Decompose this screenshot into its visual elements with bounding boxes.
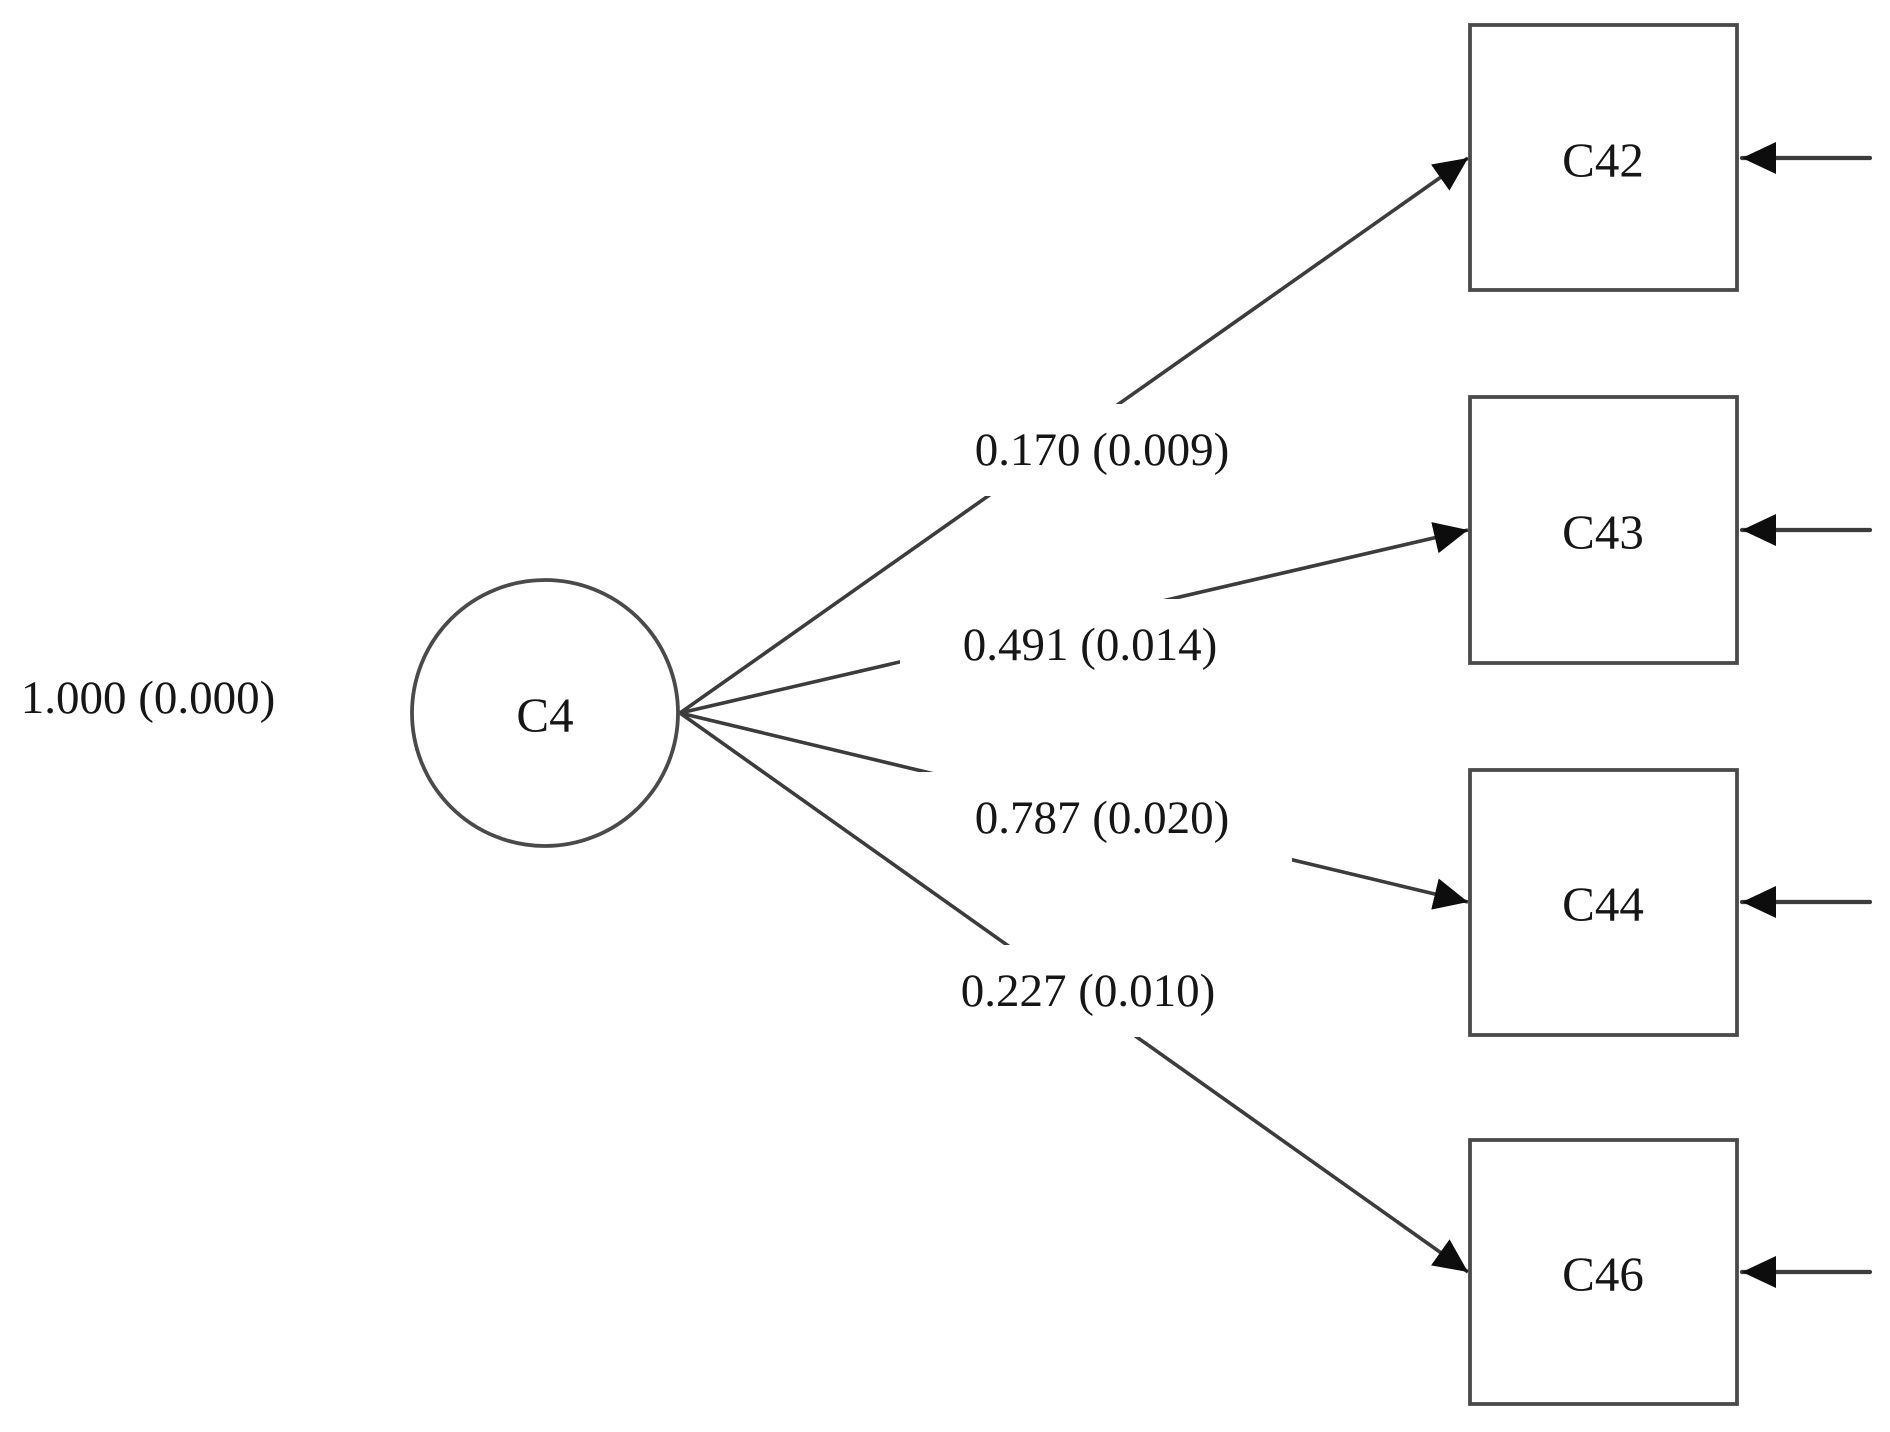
observed-box-c46-label: C46: [1562, 1247, 1644, 1302]
observed-box-c46: [1468, 1138, 1739, 1406]
residual-arrows: [1739, 142, 1873, 1288]
latent-node-c4: [410, 578, 680, 848]
factor-loading-edges: [678, 156, 1470, 1274]
latent-variance-label: 1.000 (0.000): [21, 672, 276, 724]
edge-label-backing-c44: [912, 772, 1292, 864]
edge-label-backing-c43: [900, 599, 1280, 691]
edge-label-c4-c44: 0.787 (0.020): [975, 792, 1230, 844]
edge-labels: 0.170 (0.009) 0.491 (0.014) 0.787 (0.020…: [961, 424, 1230, 1017]
edge-label-c4-c43: 0.491 (0.014): [963, 619, 1218, 671]
observed-box-c42-label: C42: [1562, 133, 1644, 188]
observed-box-c44: [1468, 768, 1739, 1037]
latent-node-label: C4: [516, 688, 573, 743]
edge-label-backings: [898, 404, 1292, 1037]
observed-box-c43: [1468, 395, 1739, 665]
edge-label-c4-c46: 0.227 (0.010): [961, 965, 1216, 1017]
observed-box-c44-label: C44: [1562, 877, 1644, 932]
observed-box-c43-label: C43: [1562, 505, 1644, 560]
edge-label-c4-c42: 0.170 (0.009): [975, 424, 1230, 476]
edge-label-backing-c46: [898, 945, 1278, 1037]
edge-label-backing-c42: [912, 404, 1292, 496]
observed-box-c42: [1468, 23, 1739, 292]
observed-nodes: C42 C43 C44 C46: [1468, 23, 1739, 1406]
